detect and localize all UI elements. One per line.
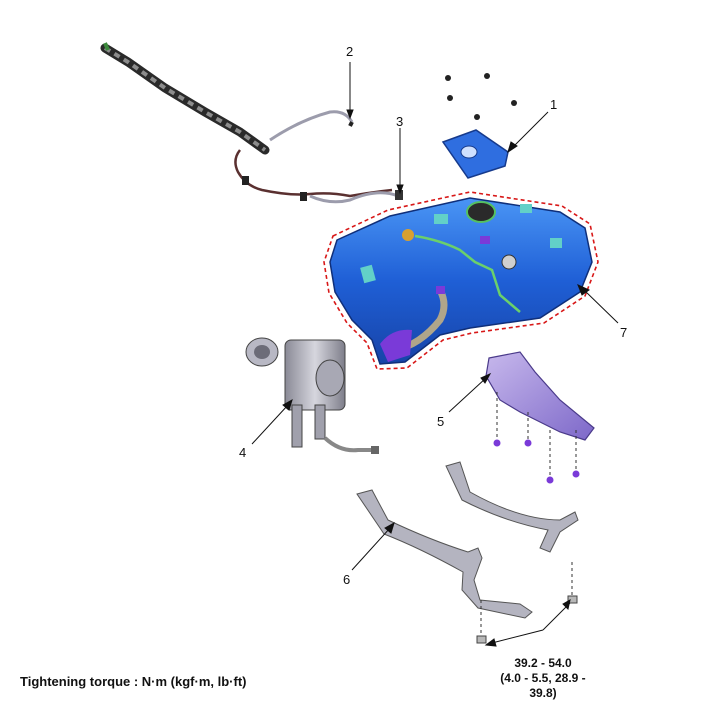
torque-range-other: (4.0 - 5.5, 28.9 - 39.8) [500, 671, 586, 700]
fuel-filter-assembly [245, 337, 379, 454]
callout-2: 2 [346, 44, 354, 59]
pump-cover-plate [441, 73, 517, 179]
wiring-harness [100, 42, 403, 204]
callout-4: 4 [239, 445, 247, 460]
fuel-tank [323, 191, 599, 370]
tank-straps [356, 461, 579, 644]
leader-lines [251, 62, 619, 647]
tightening-torque-label: Tightening torque : N·m (kgf·m, lb·ft) [20, 674, 247, 689]
callout-7: 7 [620, 325, 628, 340]
heat-shield [485, 351, 595, 484]
callout-1: 1 [550, 97, 558, 112]
torque-spec: 39.2 - 54.0 (4.0 - 5.5, 28.9 - 39.8) [488, 656, 598, 701]
torque-range-nm: 39.2 - 54.0 [514, 656, 572, 670]
callout-6: 6 [343, 572, 351, 587]
callout-5: 5 [437, 414, 445, 429]
callout-3: 3 [396, 114, 404, 129]
